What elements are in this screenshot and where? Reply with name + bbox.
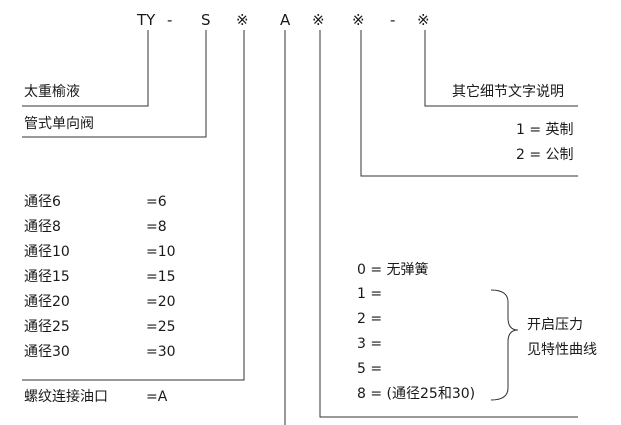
connector-ty — [22, 30, 149, 107]
bore-size-code: =6 — [146, 194, 167, 210]
spring-option: 2 = — [357, 311, 383, 327]
code-part-dash-1: - — [167, 11, 173, 29]
label-tank-type: 太重榆液 — [24, 84, 80, 100]
bore-size-label: 通径15 — [24, 269, 70, 285]
code-part-star-4: ※ — [417, 11, 430, 29]
spring-brace — [490, 289, 519, 401]
spring-option: 3 = — [357, 336, 383, 352]
bore-size-code: =8 — [146, 219, 167, 235]
connector-spring — [319, 30, 578, 418]
label-valve-type: 管式单向阀 — [24, 116, 94, 132]
connector-bore — [22, 30, 245, 381]
bore-size-label: 通径8 — [24, 219, 61, 235]
label-thread: 螺纹连接油口 — [24, 389, 108, 405]
bore-size-label: 通径6 — [24, 194, 61, 210]
code-part-ty: TY — [137, 11, 156, 29]
spring-note-line2: 见特性曲线 — [527, 342, 597, 358]
spring-option: 0 = 无弹簧 — [357, 262, 429, 278]
bore-size-label: 通径25 — [24, 319, 70, 335]
code-part-star-3: ※ — [352, 11, 365, 29]
code-part-a: A — [280, 11, 291, 29]
connector-details — [424, 30, 578, 107]
code-part-s: S — [201, 11, 211, 29]
code-part-dash-2: - — [390, 11, 396, 29]
connector-units — [360, 30, 578, 177]
bore-size-label: 通径30 — [24, 344, 70, 360]
label-thread-code: =A — [146, 389, 168, 405]
bore-size-code: =30 — [146, 344, 176, 360]
connector-s — [22, 30, 207, 138]
spring-option: 8 = (通径25和30) — [357, 386, 476, 402]
spring-option: 5 = — [357, 361, 383, 377]
code-part-star-1: ※ — [236, 11, 249, 29]
bore-size-code: =25 — [146, 319, 176, 335]
bore-size-code: =20 — [146, 294, 176, 310]
unit-option: 1 = 英制 — [516, 122, 574, 138]
unit-option: 2 = 公制 — [516, 147, 574, 163]
bore-size-label: 通径20 — [24, 294, 70, 310]
code-part-star-2: ※ — [312, 11, 325, 29]
bore-size-code: =15 — [146, 269, 176, 285]
spring-note-line1: 开启压力 — [527, 317, 583, 333]
spring-option: 1 = — [357, 286, 383, 302]
bore-size-code: =10 — [146, 244, 176, 260]
bore-size-label: 通径10 — [24, 244, 70, 260]
label-other-details: 其它细节文字说明 — [452, 84, 564, 100]
